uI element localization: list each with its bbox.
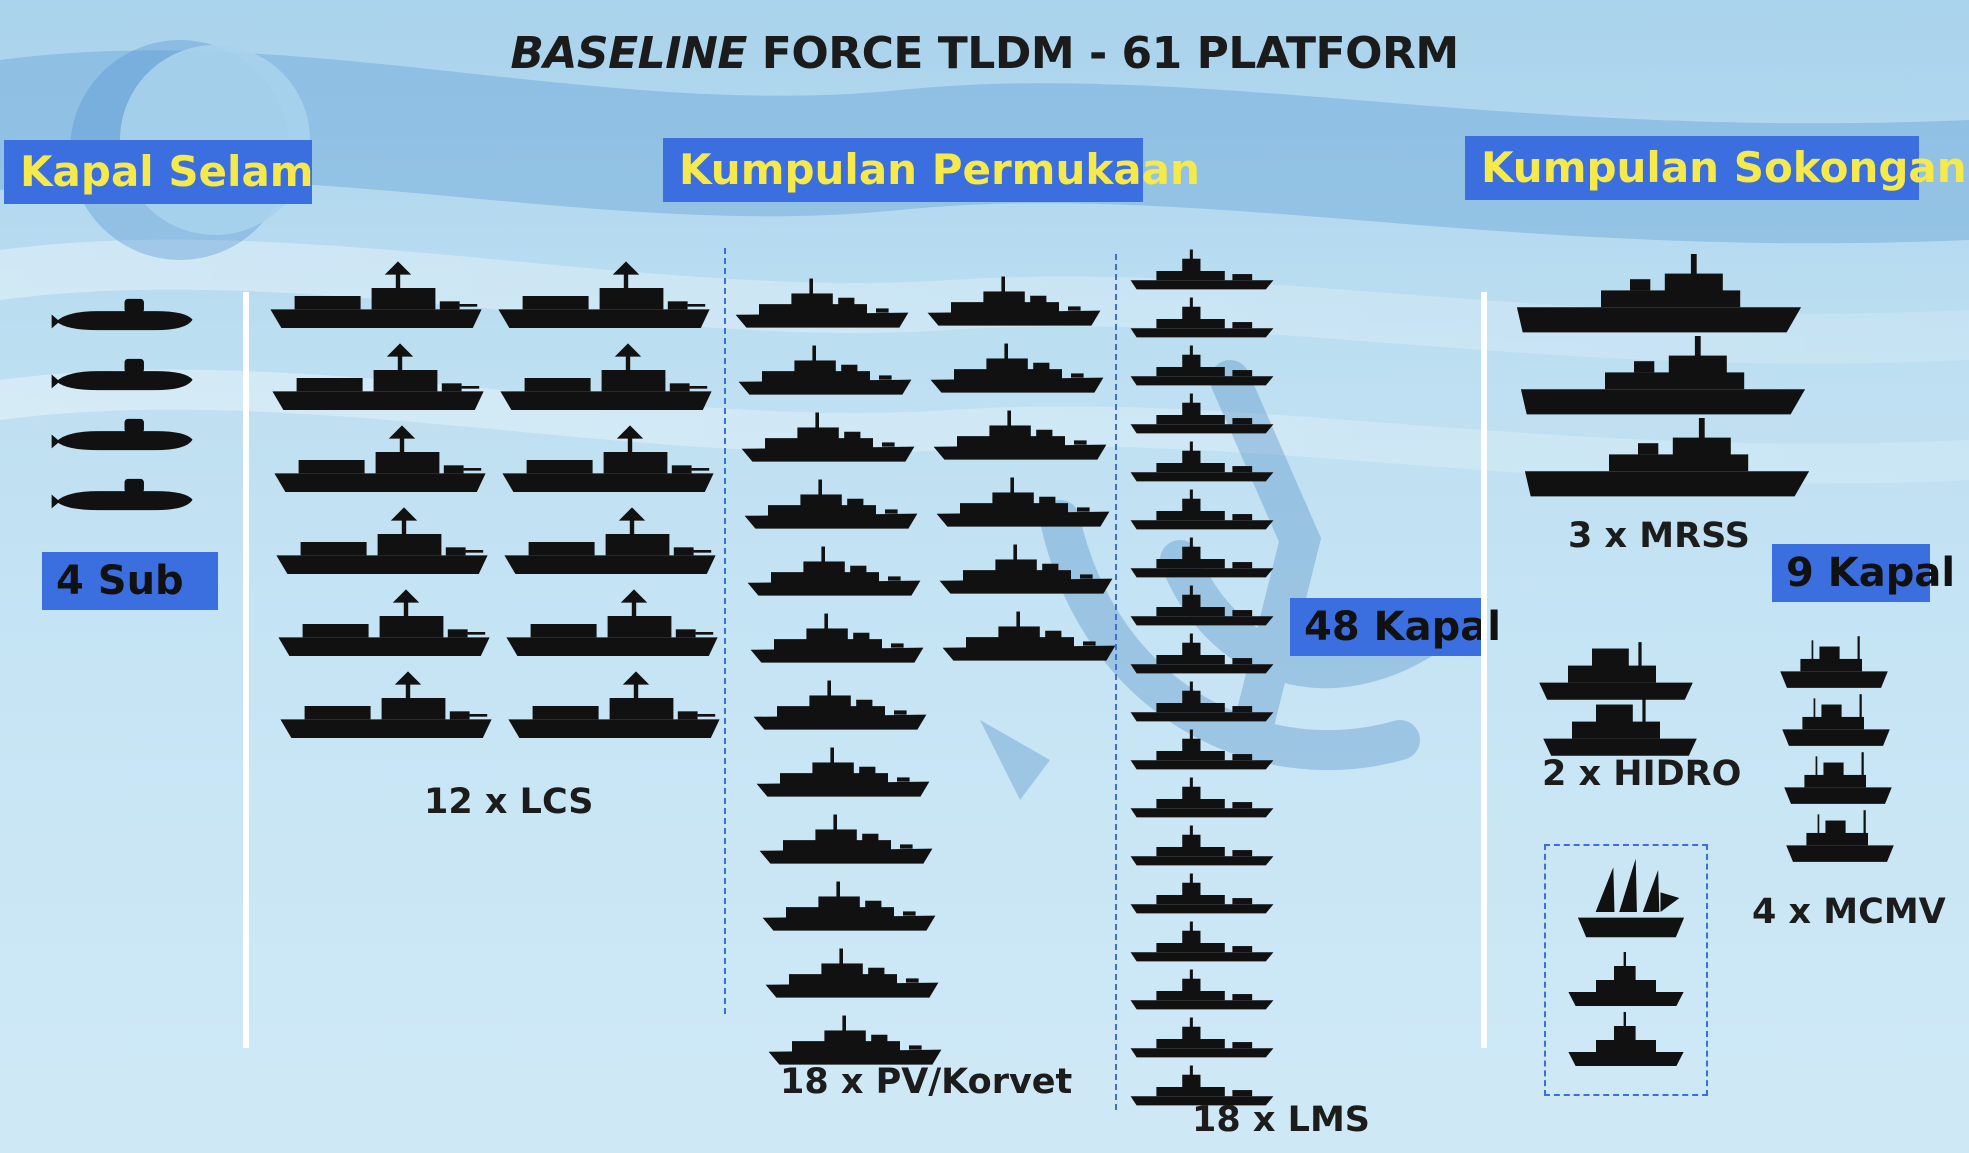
submarine-icon — [51, 478, 193, 511]
header-kumpulan-permukaan: Kumpulan Permukaan — [663, 138, 1200, 202]
support-ship-icon — [1568, 1012, 1684, 1066]
lms-ship-icon — [1130, 489, 1274, 530]
lcs-ship-icon — [504, 507, 716, 574]
lms-ship-icon — [1130, 537, 1274, 578]
header-kapal-selam: Kapal Selam — [4, 140, 314, 204]
pv-korvet-ship-icon — [735, 278, 909, 328]
divider-line — [1481, 292, 1487, 1048]
lms-ship-icon — [1130, 729, 1274, 770]
lms-ship-icon — [1130, 345, 1274, 386]
pv-korvet-ship-icon — [738, 345, 912, 395]
lms-ship-icon — [1130, 393, 1274, 434]
pv-korvet-ship-icon — [750, 613, 924, 663]
pv-korvet-ship-icon — [930, 343, 1104, 393]
sail-training-ship-icon — [1577, 858, 1685, 938]
pv-korvet-ship-icon — [942, 611, 1116, 661]
header-kumpulan-sokongan: Kumpulan Sokongan — [1465, 136, 1967, 200]
label-lcs: 12 x LCS — [424, 782, 594, 822]
pv-korvet-ship-icon — [762, 881, 936, 931]
lcs-ship-icon — [276, 507, 488, 574]
lcs-ship-icon — [274, 425, 486, 492]
pv-korvet-ship-icon — [933, 410, 1107, 460]
label-hidro: 2 x HIDRO — [1542, 754, 1742, 794]
lms-ship-icon — [1130, 681, 1274, 722]
mrss-ship-icon — [1516, 254, 1802, 333]
lms-ship-icon — [1130, 441, 1274, 482]
lcs-ship-icon — [508, 671, 720, 738]
pv-korvet-ship-icon — [936, 477, 1110, 527]
pv-korvet-ship-icon — [759, 814, 933, 864]
lms-ship-icon — [1130, 873, 1274, 914]
mcmv-ship-icon — [1784, 752, 1892, 804]
pv-korvet-ship-icon — [753, 680, 927, 730]
mcmv-ship-icon — [1782, 694, 1890, 746]
pv-korvet-ship-icon — [927, 276, 1101, 326]
lcs-ship-icon — [506, 589, 718, 656]
badge-48-kapal: 48 Kapal — [1290, 598, 1501, 656]
dashed-divider — [724, 248, 726, 1014]
lms-ship-icon — [1130, 297, 1274, 338]
lms-ship-icon — [1130, 633, 1274, 674]
mrss-ship-icon — [1524, 418, 1810, 497]
badge-4-sub: 4 Sub — [42, 552, 218, 610]
lms-ship-icon — [1130, 1017, 1274, 1058]
submarine-icon — [51, 358, 193, 391]
lcs-ship-icon — [280, 671, 492, 738]
lcs-ship-icon — [500, 343, 712, 410]
lms-ship-icon — [1130, 249, 1274, 290]
pv-korvet-ship-icon — [741, 412, 915, 462]
lms-ship-icon — [1130, 969, 1274, 1010]
badge-9-kapal: 9 Kapal — [1772, 544, 1955, 602]
lms-ship-icon — [1130, 1065, 1274, 1106]
lms-ship-icon — [1130, 585, 1274, 626]
label-pv-korvet: 18 x PV/Korvet — [780, 1062, 1073, 1102]
pv-korvet-ship-icon — [744, 479, 918, 529]
lms-ship-icon — [1130, 825, 1274, 866]
pv-korvet-ship-icon — [768, 1015, 942, 1065]
page-title: BASELINE FORCE TLDM - 61 PLATFORM — [510, 28, 1459, 79]
hidro-ship-icon — [1539, 642, 1693, 700]
submarine-icon — [51, 298, 193, 331]
pv-korvet-ship-icon — [765, 948, 939, 998]
lms-ship-icon — [1130, 777, 1274, 818]
lcs-ship-icon — [502, 425, 714, 492]
lcs-ship-icon — [272, 343, 484, 410]
mcmv-ship-icon — [1786, 810, 1894, 862]
lcs-ship-icon — [498, 261, 710, 328]
label-lms: 18 x LMS — [1192, 1100, 1370, 1140]
support-ship-icon — [1568, 952, 1684, 1006]
lms-ship-icon — [1130, 921, 1274, 962]
lcs-ship-icon — [278, 589, 490, 656]
pv-korvet-ship-icon — [939, 544, 1113, 594]
mcmv-ship-icon — [1780, 636, 1888, 688]
submarine-icon — [51, 418, 193, 451]
mrss-ship-icon — [1520, 336, 1806, 415]
divider-line — [243, 292, 249, 1048]
lcs-ship-icon — [270, 261, 482, 328]
label-mrss: 3 x MRSS — [1568, 516, 1750, 556]
hidro-ship-icon — [1543, 698, 1697, 756]
pv-korvet-ship-icon — [756, 747, 930, 797]
label-mcmv: 4 x MCMV — [1752, 892, 1946, 932]
pv-korvet-ship-icon — [747, 546, 921, 596]
dashed-group-box — [1544, 844, 1708, 1096]
dashed-divider — [1115, 254, 1117, 1110]
